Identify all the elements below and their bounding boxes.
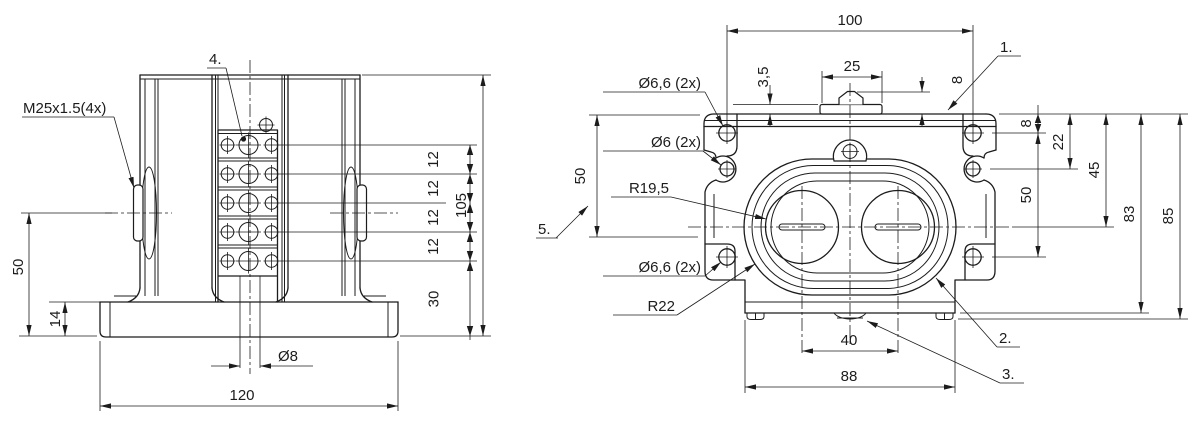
- terminal-screws: [219, 116, 280, 274]
- terminal-block-grid: [217, 116, 280, 303]
- label-item-5: 5.: [538, 221, 551, 238]
- dim-3-5: 3,5: [755, 67, 772, 88]
- dim-8-side: 8: [1018, 119, 1035, 127]
- label-item-3: 3.: [1002, 366, 1015, 383]
- dim-8-tab: 8: [949, 76, 966, 84]
- dim-88: 88: [841, 368, 858, 385]
- label-hole-66-top: Ø6,6 (2x): [638, 75, 701, 92]
- right-view: 100 25 3,5 8 1. Ø6,6 (2x) Ø6 (2x): [536, 12, 1188, 393]
- bore-centerlines: [801, 186, 899, 356]
- label-thread-callout: M25x1.5(4x): [23, 100, 106, 117]
- dim-100: 100: [837, 12, 862, 29]
- center-hole-lines: [239, 276, 261, 368]
- mounting-holes: [716, 122, 984, 268]
- bottom-clip: [833, 312, 867, 320]
- label-radius-outer: R22: [647, 298, 675, 315]
- dim-12-3: 12: [425, 209, 442, 226]
- dim-12-1: 12: [425, 151, 442, 168]
- housing-towers: [114, 74, 386, 303]
- label-hole-66-bottom: Ø6,6 (2x): [638, 259, 701, 276]
- dim-45: 45: [1086, 162, 1103, 179]
- dim-25: 25: [844, 58, 861, 75]
- label-item-2: 2.: [999, 330, 1012, 347]
- dim-50-right: 50: [1018, 187, 1035, 204]
- dim-8-hole: Ø8: [278, 348, 298, 365]
- right-view-dimensions: 100 25 3,5 8 1. Ø6,6 (2x) Ø6 (2x): [536, 12, 1188, 393]
- dim-40: 40: [841, 332, 858, 349]
- left-view: 12 12 12 12 30 105 50 14 120 Ø8: [10, 51, 491, 411]
- dim-14: 14: [47, 311, 64, 328]
- dim-12-4: 12: [425, 238, 442, 255]
- label-radius-inner: R19,5: [629, 180, 669, 197]
- dim-105: 105: [453, 193, 470, 218]
- label-item-4: 4.: [209, 51, 222, 68]
- din-clip-tab: [819, 90, 883, 115]
- dim-120: 120: [229, 387, 254, 404]
- label-hole-6: Ø6 (2x): [651, 134, 701, 151]
- dim-85: 85: [1160, 208, 1177, 225]
- dim-22: 22: [1050, 134, 1067, 151]
- label-item-1: 1.: [1000, 39, 1013, 56]
- dim-30: 30: [426, 291, 443, 308]
- dim-83: 83: [1121, 206, 1138, 223]
- dim-12-2: 12: [425, 180, 442, 197]
- dim-50-left-rv: 50: [572, 168, 589, 185]
- left-view-dimensions: 12 12 12 12 30 105 50 14 120 Ø8: [10, 51, 491, 411]
- mounting-base: [99, 301, 399, 338]
- dim-50-left: 50: [10, 259, 27, 276]
